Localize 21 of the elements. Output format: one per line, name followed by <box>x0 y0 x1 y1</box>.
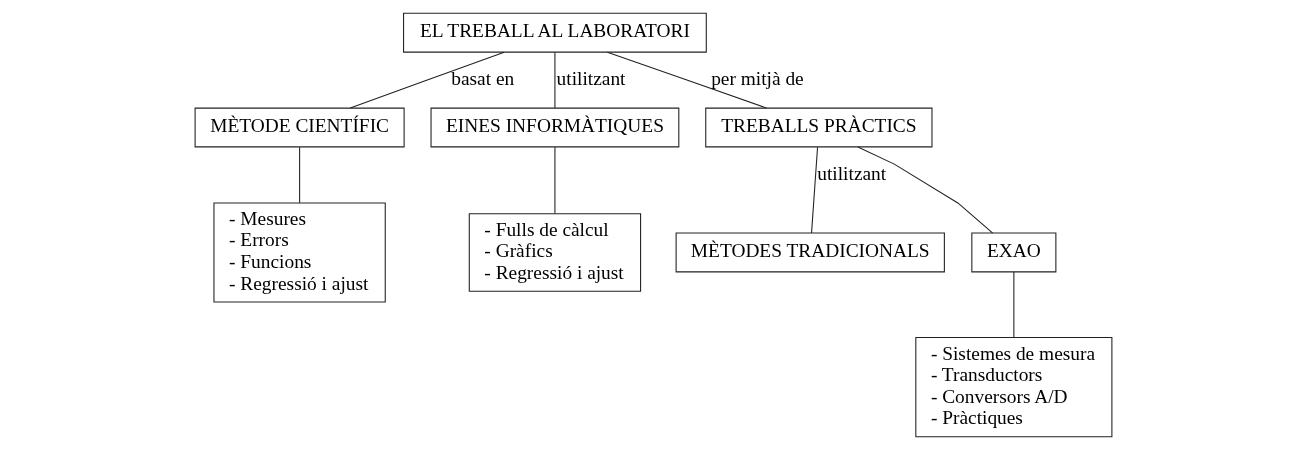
node-box: MÈTODES TRADICIONALS <box>675 232 945 272</box>
connector <box>554 146 556 214</box>
edge-label: utilitzant <box>556 67 626 89</box>
connector <box>811 146 819 233</box>
node-box: EXAO <box>971 232 1057 272</box>
connector <box>349 51 505 109</box>
node-box: - Mesures - Errors - Funcions - Regressió i ajust <box>213 201 386 303</box>
connector <box>857 145 994 234</box>
node-box: MÈTODE CIENTÍFIC <box>194 107 405 147</box>
edge-label: per mitjà de <box>711 67 804 89</box>
node-box: EINES INFORMÀTIQUES <box>430 107 680 147</box>
node-box: - Sistemes de mesura - Transductors - Conversors A/D - Pràctiques <box>915 336 1113 437</box>
connector <box>299 146 301 203</box>
connector <box>554 51 556 109</box>
edge-label: utilitzant <box>817 162 887 184</box>
connector <box>606 51 768 109</box>
connector <box>1013 270 1015 338</box>
node-box: TREBALLS PRÀCTICS <box>705 107 933 147</box>
node-box: EL TREBALL AL LABORATORI <box>403 12 707 53</box>
node-box: - Fulls de càlcul - Gràfics - Regressió i ajust <box>468 212 642 292</box>
edge-label: basat en <box>451 67 515 89</box>
